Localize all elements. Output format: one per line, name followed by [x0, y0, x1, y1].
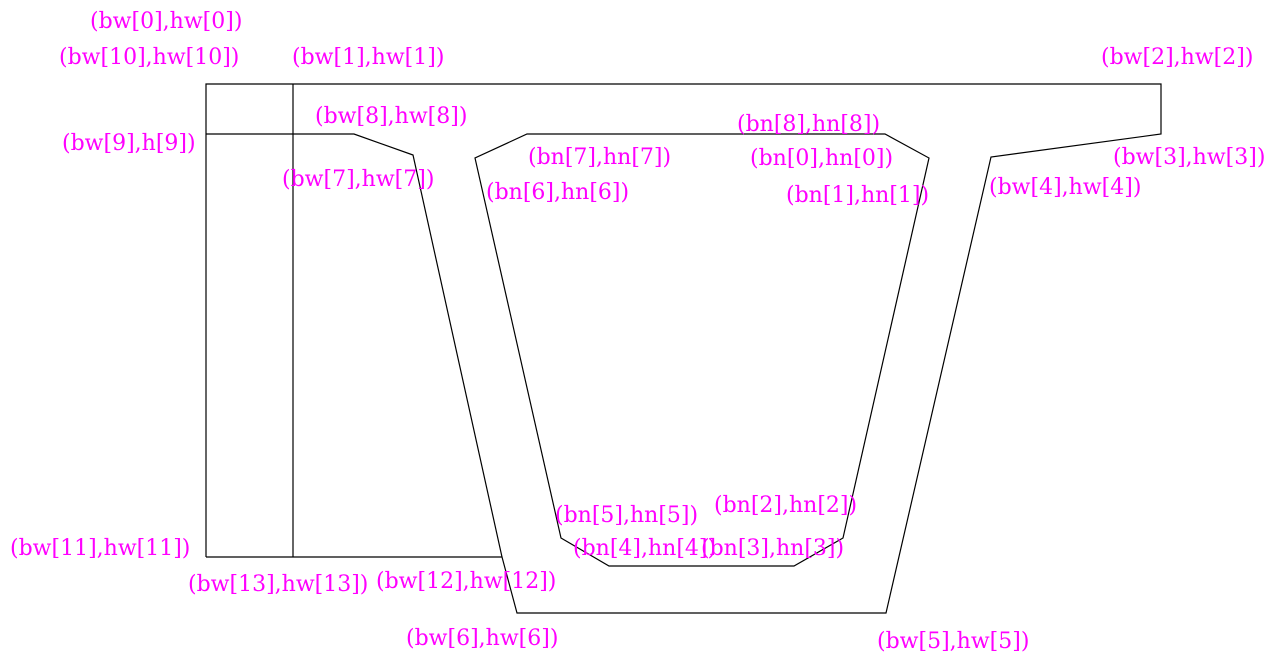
label-bn3: (bn[3],hn[3])	[701, 536, 844, 561]
inner-void-outline	[474, 133, 930, 567]
label-bw10: (bw[10],hw[10])	[59, 45, 239, 70]
label-bw12: (bw[12],hw[12])	[376, 569, 556, 594]
label-bw1: (bw[1],hw[1])	[292, 45, 444, 70]
label-bw2: (bw[2],hw[2])	[1101, 45, 1253, 70]
label-bw7: (bw[7],hw[7])	[282, 167, 434, 192]
label-bn4: (bn[4],hn[4])	[573, 536, 716, 561]
label-bw11: (bw[11],hw[11])	[10, 536, 190, 561]
label-bw0: (bw[0],hw[0])	[90, 9, 242, 34]
label-bw6: (bw[6],hw[6])	[406, 626, 558, 651]
label-bw5: (bw[5],hw[5])	[877, 629, 1029, 654]
label-bn8: (bn[8],hn[8])	[737, 112, 880, 137]
label-bw9: (bw[9],h[9])	[62, 131, 196, 156]
label-bn2: (bn[2],hn[2])	[714, 493, 857, 518]
label-bn7: (bn[7],hn[7])	[528, 145, 671, 170]
label-bw8: (bw[8],hw[8])	[315, 104, 467, 129]
label-bw13: (bw[13],hw[13])	[188, 572, 368, 597]
outer-outline	[205, 83, 1162, 614]
label-bn0: (bn[0],hn[0])	[750, 146, 893, 171]
label-bn6: (bn[6],hn[6])	[486, 180, 629, 205]
label-bn1: (bn[1],hn[1])	[786, 183, 929, 208]
label-bn5: (bn[5],hn[5])	[555, 503, 698, 528]
label-bw4: (bw[4],hw[4])	[989, 175, 1141, 200]
label-bw3: (bw[3],hw[3])	[1113, 145, 1265, 170]
flange-underside-line	[206, 133, 503, 558]
